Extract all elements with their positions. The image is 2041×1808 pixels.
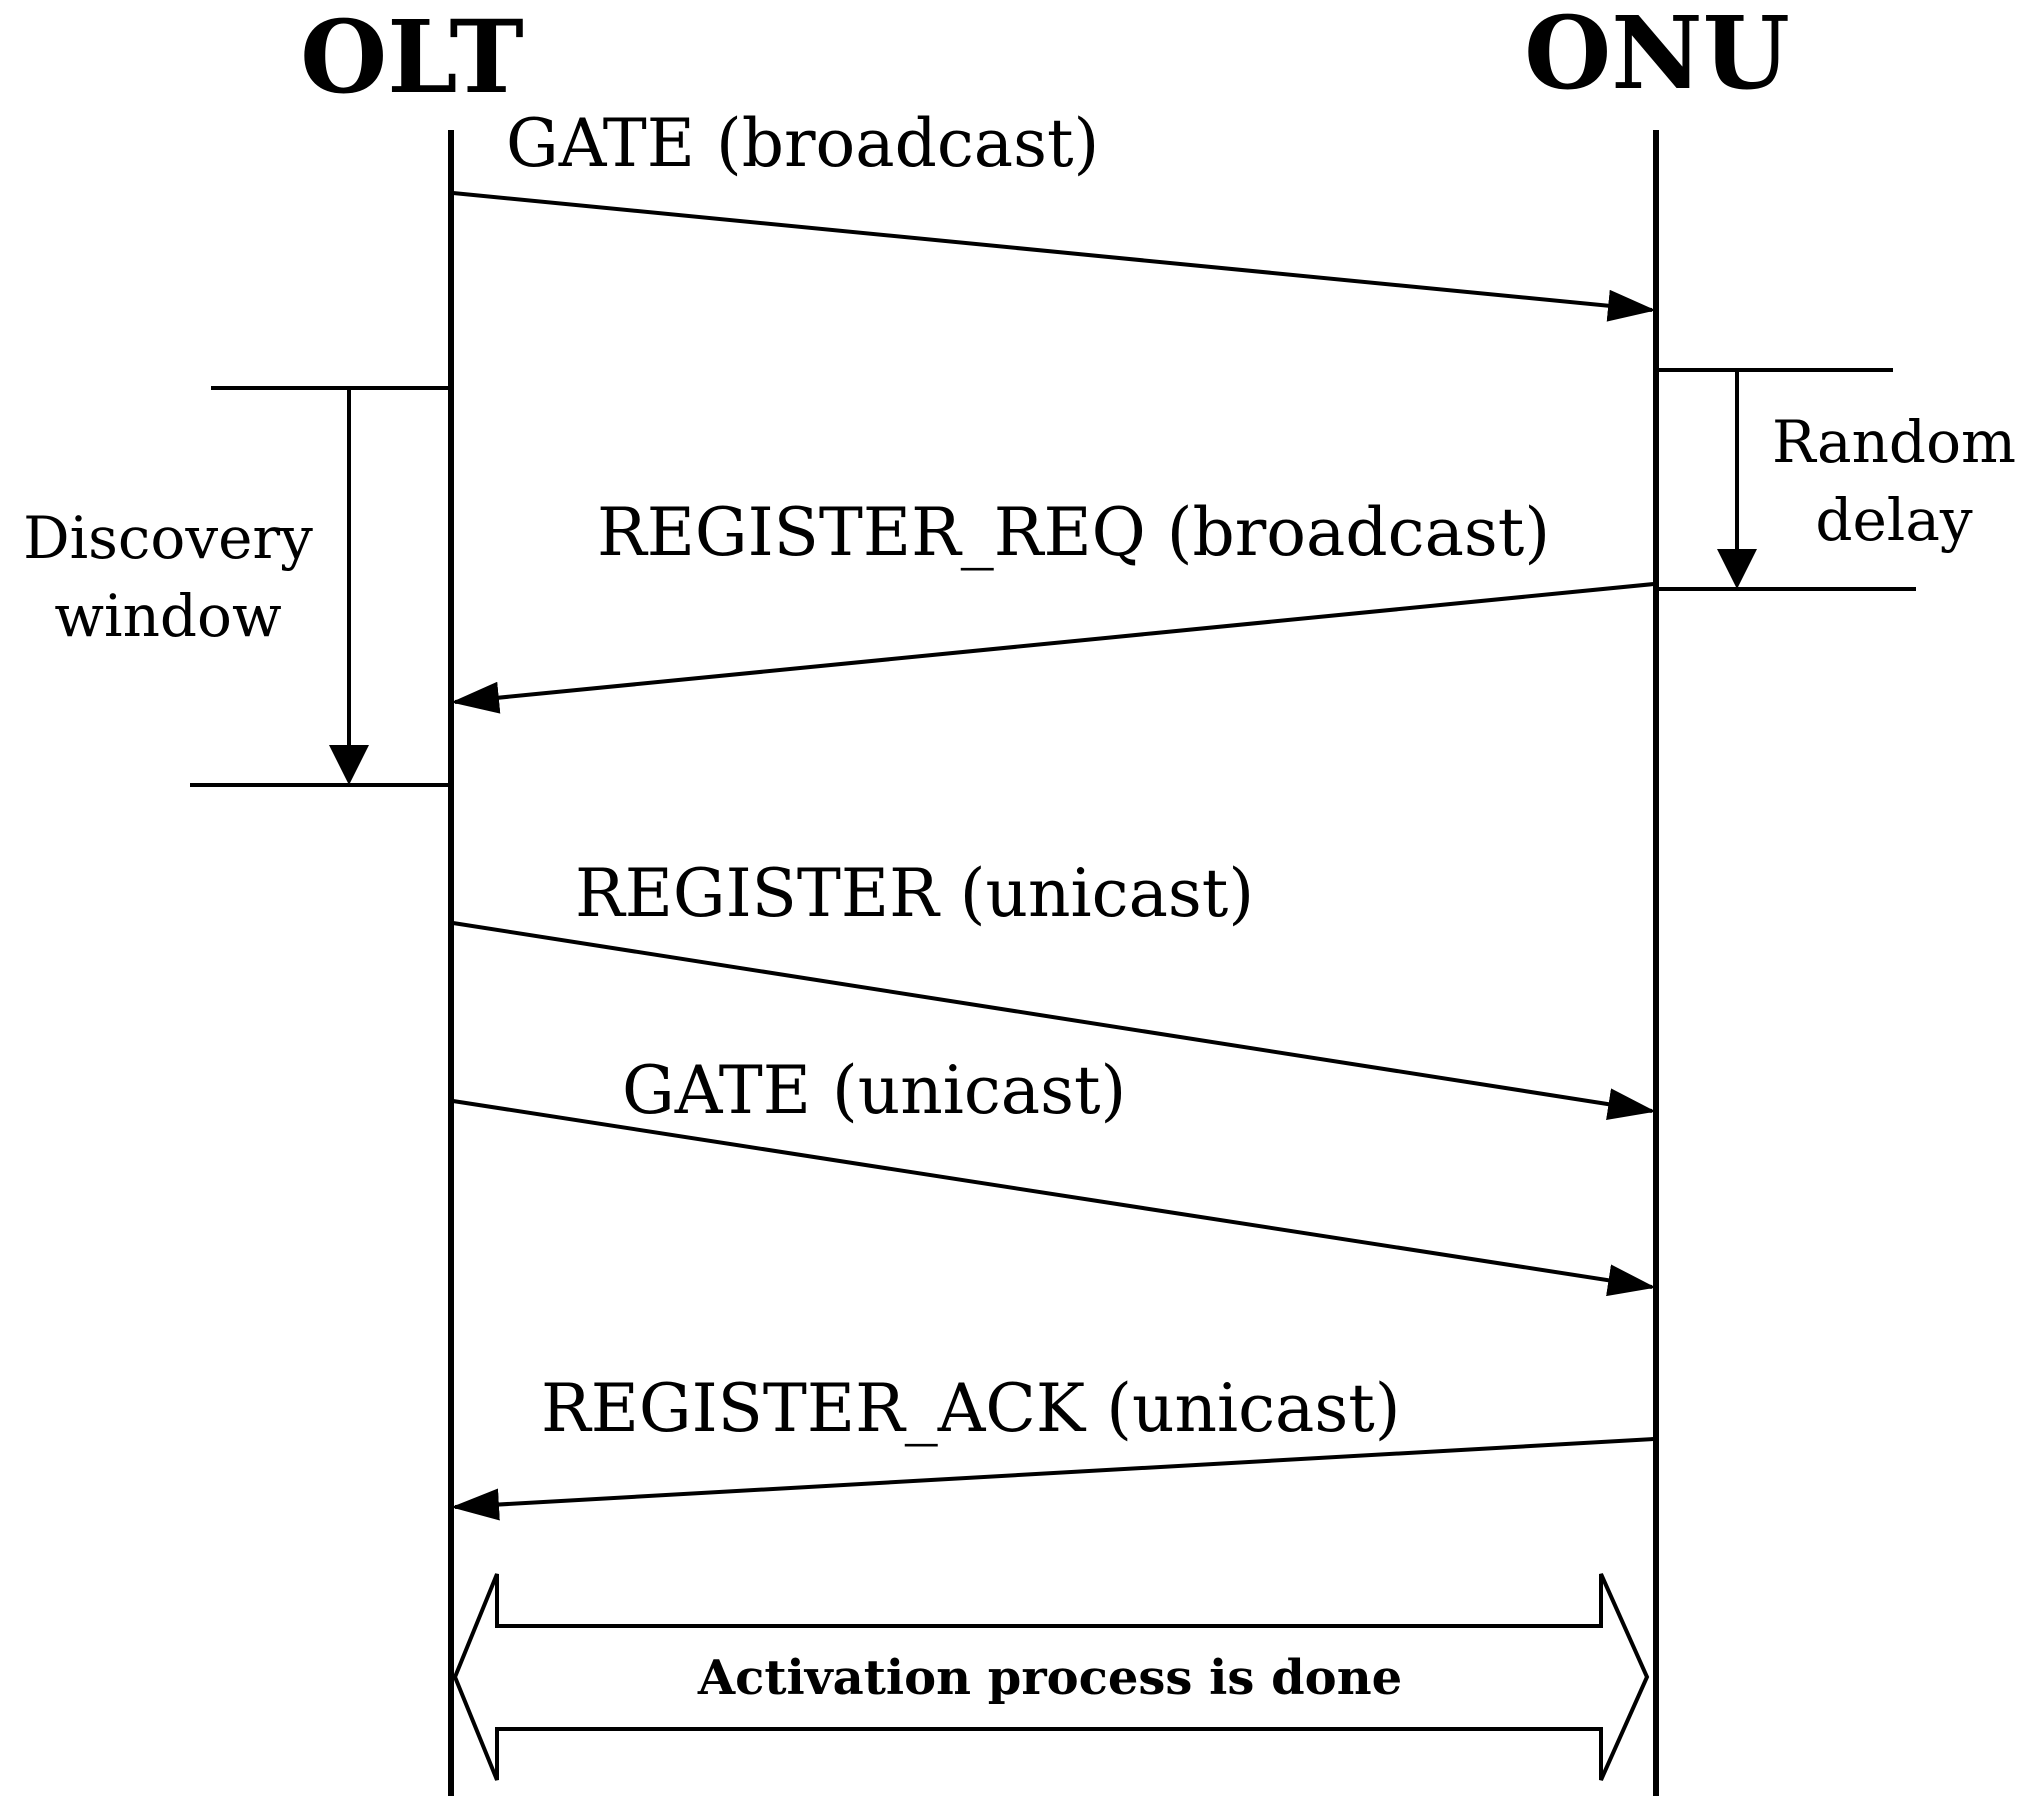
message-label-gate-broadcast: GATE (broadcast) bbox=[506, 105, 1099, 182]
message-arrow-register-ack bbox=[451, 1437, 1655, 1521]
message-label-gate-unicast: GATE (unicast) bbox=[622, 1052, 1126, 1129]
activation-banner-arrow bbox=[452, 1573, 1650, 1781]
message-arrow-register bbox=[452, 921, 1656, 1120]
onu-entity-label: ONU bbox=[1524, 0, 1790, 112]
message-arrow-gate-broadcast bbox=[452, 191, 1656, 322]
message-arrow-register-req bbox=[451, 582, 1655, 714]
random-delay-label-line2: delay bbox=[1815, 486, 1973, 554]
discovery-window-label-line2: window bbox=[54, 582, 281, 650]
olt-entity-label: OLT bbox=[300, 0, 524, 116]
discovery-window-label-line1: Discovery bbox=[23, 504, 313, 572]
message-label-register-ack: REGISTER_ACK (unicast) bbox=[541, 1370, 1401, 1447]
message-label-register-req: REGISTER_REQ (broadcast) bbox=[597, 494, 1550, 571]
activation-banner-label: Activation process is done bbox=[697, 1650, 1402, 1706]
random-delay-label-line1: Random bbox=[1772, 408, 2016, 476]
message-label-register: REGISTER (unicast) bbox=[575, 855, 1254, 932]
message-arrow-gate-unicast bbox=[452, 1099, 1656, 1297]
